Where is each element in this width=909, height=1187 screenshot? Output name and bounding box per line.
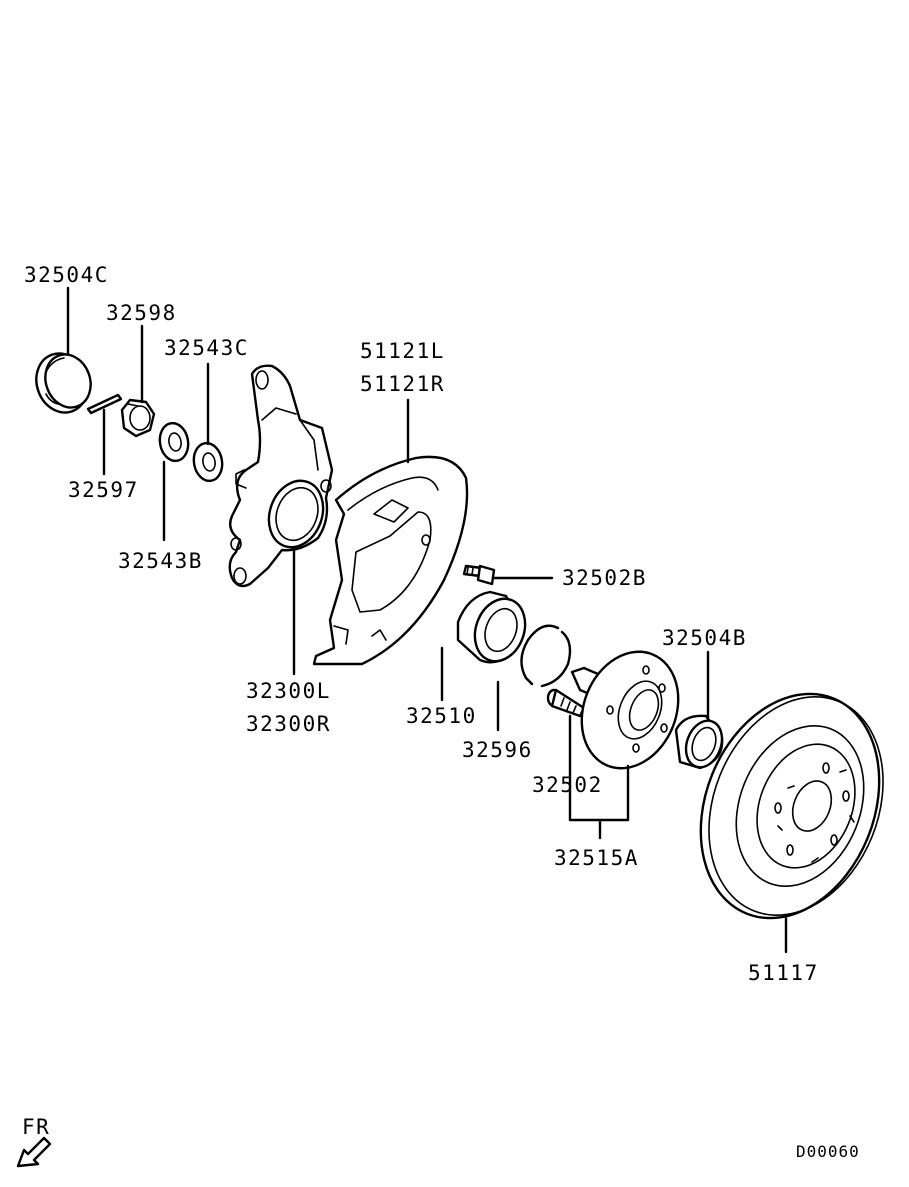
label-51121L: 51121L [360,339,445,363]
label-32510: 32510 [406,704,477,728]
label-32543B: 32543B [118,549,203,573]
label-32598: 32598 [106,301,177,325]
label-32515A: 32515A [554,846,639,870]
bolt-32502B [462,564,496,586]
label-32596: 32596 [462,738,533,762]
washer-32543B [158,421,190,463]
hub-bolt-32502 [546,688,586,718]
arrow-front-icon [16,1136,52,1168]
cotter-pin-32597 [86,393,123,415]
dust-shield-51121 [312,455,469,666]
label-51121R: 51121R [360,372,445,396]
label-32502: 32502 [532,773,603,797]
wheel-bearing-32510 [456,590,527,664]
diagram-code: D00060 [796,1142,860,1161]
label-32504C: 32504C [24,263,109,287]
snap-ring-32596 [520,624,572,688]
wheel-hub-32515A [570,650,680,770]
label-32597: 32597 [68,478,139,502]
brake-disc-51117 [699,692,884,920]
steering-knuckle-32300 [228,364,334,588]
seal-ring-32504B [674,714,724,770]
label-32543C: 32543C [164,336,249,360]
grease-cap-32504C [35,352,92,414]
label-32300L: 32300L [246,679,331,703]
label-32502B: 32502B [562,566,647,590]
washer-32543C [192,441,224,483]
label-32300R: 32300R [246,712,331,736]
label-32504B: 32504B [662,626,747,650]
castle-nut-32598 [120,398,156,438]
front-direction-label: FR [22,1115,50,1139]
leader-32515A [568,764,630,840]
label-51117: 51117 [748,961,819,985]
